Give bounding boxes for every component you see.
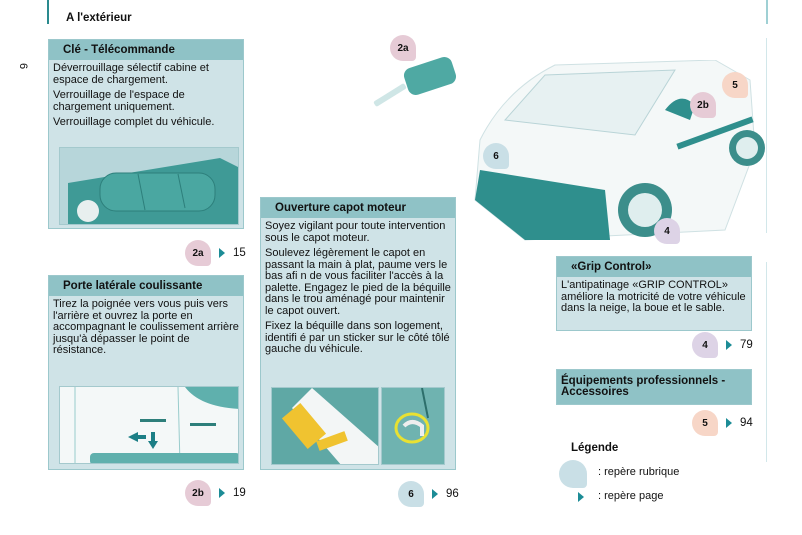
badge-4-car: 4 [654,218,680,244]
page-ref-porte[interactable]: 2b 19 [185,480,246,506]
page-arrow-icon [219,248,225,258]
box-body: Soyez vigilant pour toute intervention s… [261,218,455,363]
badge-2a: 2a [185,240,211,266]
badge-5: 5 [692,410,718,436]
badge-4: 4 [692,332,718,358]
box-grip-control: «Grip Control» L'antipatinage «GRIP CONT… [556,256,752,331]
page-arrow-icon [432,489,438,499]
box-title: Équipements professionnels - Accessoires [557,370,751,402]
box-title: Porte latérale coulissante [49,276,243,296]
section-title: A l'extérieur [66,12,132,24]
box-text: Déverrouillage sélectif cabine et espace… [53,62,209,86]
box-cle-telecommande: Clé - Télécommande Déverrouillage sélect… [48,39,244,229]
legend-rubrique: : repère rubrique [598,466,680,478]
box-equipements: Équipements professionnels - Accessoires [556,369,752,405]
badge-5-car: 5 [722,72,748,98]
page-ref-number: 96 [446,488,459,500]
page-ref-number: 79 [740,339,753,351]
key-fob-photo [59,147,239,225]
box-text: Fixez la béquille dans son logement, ide… [265,320,450,355]
key-illustration [360,40,470,120]
page-ref-number: 94 [740,417,753,429]
page-number: 6 [17,62,30,70]
box-body: Tirez la poignée vers vous puis vers l'a… [49,296,243,364]
badge-6: 6 [398,481,424,507]
page-ref-capot[interactable]: 6 96 [398,481,459,507]
box-text: Soyez vigilant pour toute intervention s… [265,220,446,244]
left-rule [47,0,49,24]
box-title: Clé - Télécommande [49,40,243,60]
page-arrow-icon [219,488,225,498]
right-rule [766,0,768,24]
box-capot-moteur: Ouverture capot moteur Soyez vigilant po… [260,197,456,470]
badge-6-car: 6 [483,143,509,169]
legend-page: : repère page [598,490,664,502]
page-arrow-icon [726,418,732,428]
box-text: Verrouillage complet du véhicule. [53,116,215,128]
box-text: Verrouillage de l'espace de chargement u… [53,89,185,113]
page-ref-number: 15 [233,247,246,259]
hood-sticker-photo [381,387,445,465]
box-body: Déverrouillage sélectif cabine et espace… [49,60,243,136]
badge-2a-key: 2a [390,35,416,61]
right-divider [766,38,767,233]
page-ref-number: 19 [233,487,246,499]
box-text: L'antipatinage «GRIP CONTROL» améliore l… [561,279,746,314]
box-title: «Grip Control» [557,257,751,277]
box-text: Tirez la poignée vers vous puis vers l'a… [53,298,239,356]
box-porte-laterale: Porte latérale coulissante Tirez la poig… [48,275,244,470]
badge-2b-car: 2b [690,92,716,118]
page-ref-cle[interactable]: 2a 15 [185,240,246,266]
box-title: Ouverture capot moteur [261,198,455,218]
box-body: L'antipatinage «GRIP CONTROL» améliore l… [557,277,751,322]
legend-arrow-icon [578,492,584,502]
right-divider [766,262,767,462]
page-ref-grip[interactable]: 4 79 [692,332,753,358]
page-ref-equip[interactable]: 5 94 [692,410,753,436]
hood-prop-photo [271,387,379,465]
box-text: Soulevez légèrement le capot en passant … [265,247,451,317]
legend-title: Légende [571,442,619,454]
legend-bubble-icon [559,460,587,488]
page-arrow-icon [726,340,732,350]
car-illustration [465,59,765,250]
sliding-door-photo [59,386,239,464]
badge-2b: 2b [185,480,211,506]
